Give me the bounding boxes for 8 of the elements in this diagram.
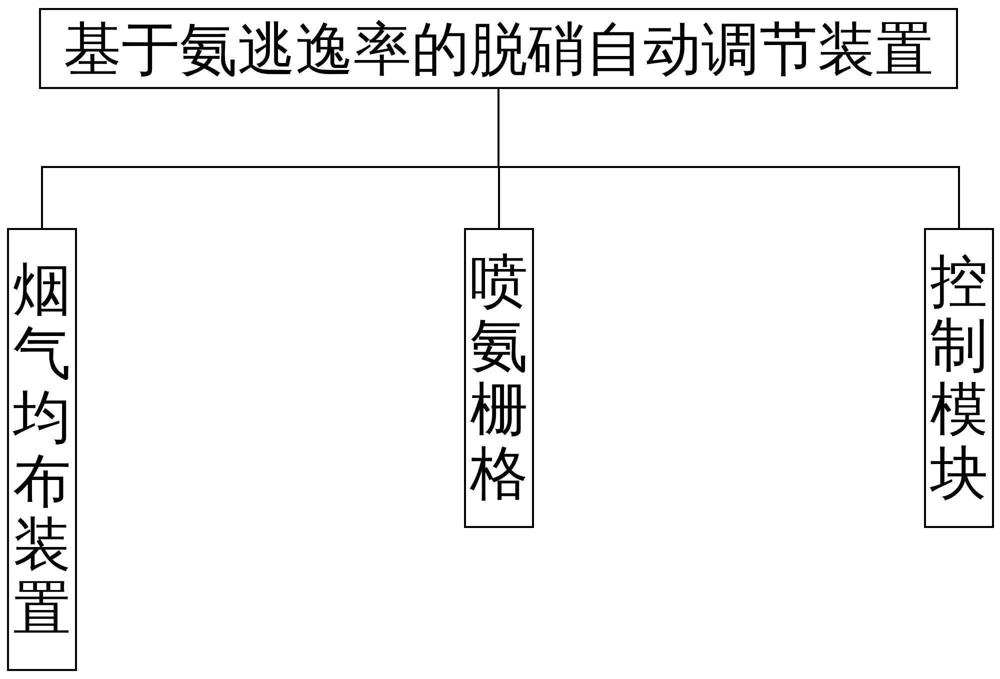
component-label: 喷氨栅格 (470, 250, 528, 506)
component-box (924, 228, 994, 528)
device-title-box (39, 8, 958, 89)
component-label: 烟气均布装置 (13, 258, 71, 641)
device-title: 基于氨逃逸率的脱硝自动调节装置 (64, 20, 934, 78)
component-box (7, 228, 77, 671)
component-label: 控制模块 (930, 250, 988, 506)
component-box (464, 228, 534, 528)
